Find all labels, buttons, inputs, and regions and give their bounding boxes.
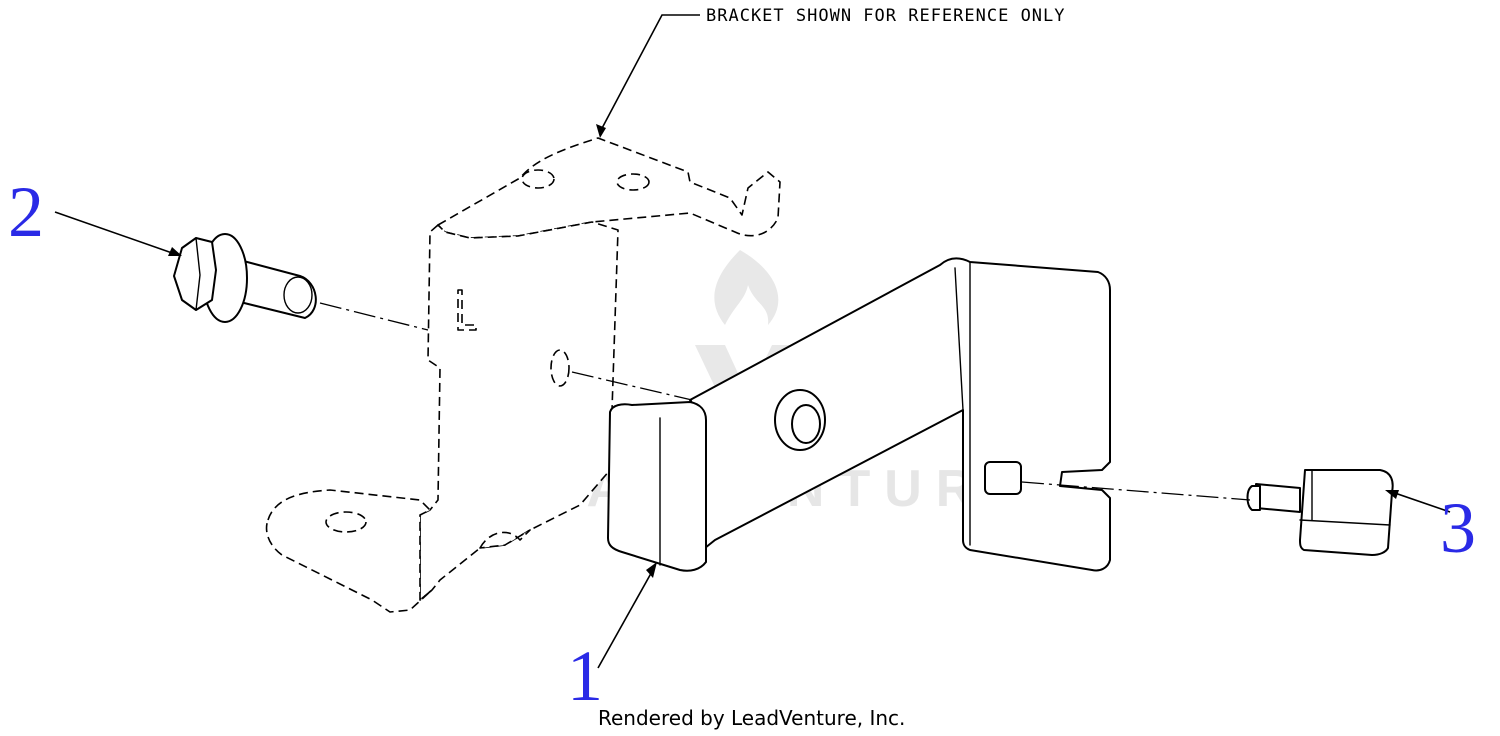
reference-bracket-bottom-bend — [479, 529, 531, 549]
center-line-bolt — [319, 302, 429, 331]
part-3-clip — [1246, 469, 1394, 556]
callout-2-leader — [54, 211, 176, 255]
part-2-bolt-hex-head — [173, 237, 217, 311]
callout-3-leader — [1391, 491, 1451, 513]
part-3-clip-edge — [1299, 519, 1391, 526]
callout-1-arrow — [646, 562, 657, 578]
part-3-clip-body — [1299, 469, 1394, 556]
center-line-clip — [1021, 481, 1251, 501]
part-1-hook-tab — [607, 401, 707, 572]
reference-bracket-hole-top-right — [616, 173, 650, 191]
reference-note: BRACKET SHOWN FOR REFERENCE ONLY — [706, 6, 1066, 26]
callout-1-leader — [597, 567, 655, 669]
reference-bracket-top-flange — [437, 137, 781, 239]
reference-bracket-hole-top-left — [521, 169, 555, 189]
note-leader — [599, 14, 700, 133]
part-1-bracket — [607, 257, 1111, 572]
part-1-boss-inner — [791, 404, 821, 444]
note-leader-arrow — [596, 124, 606, 138]
callout-2: 2 — [8, 172, 44, 252]
center-line-hole — [571, 371, 693, 401]
center-lines — [319, 302, 1251, 501]
part-2-bolt-tip — [283, 276, 313, 314]
callout-3: 3 — [1440, 488, 1476, 568]
part-1-fold-line — [954, 267, 964, 411]
reference-bracket — [265, 137, 781, 613]
part-1-square-hole — [984, 461, 1022, 495]
part-3-clip-tip — [1246, 485, 1261, 511]
reference-bracket-slot — [457, 289, 477, 331]
credit-text: Rendered by LeadVenture, Inc. — [598, 706, 905, 730]
part-2-bolt — [173, 233, 317, 323]
part-2-bolt-hex-edge — [195, 237, 201, 311]
leaders — [54, 14, 1451, 669]
part-3-clip-stem — [1255, 483, 1301, 513]
reference-bracket-bottom-flange — [265, 489, 433, 613]
part-1-arm — [689, 257, 1111, 572]
reference-bracket-hole-web — [550, 349, 570, 387]
reference-bracket-web — [419, 221, 619, 601]
watermark-flame-icon — [714, 250, 779, 325]
callout-3-arrow — [1385, 490, 1399, 499]
reference-bracket-hole-bottom — [325, 511, 367, 533]
callout-2-arrow — [168, 247, 182, 256]
callout-1: 1 — [567, 636, 603, 716]
